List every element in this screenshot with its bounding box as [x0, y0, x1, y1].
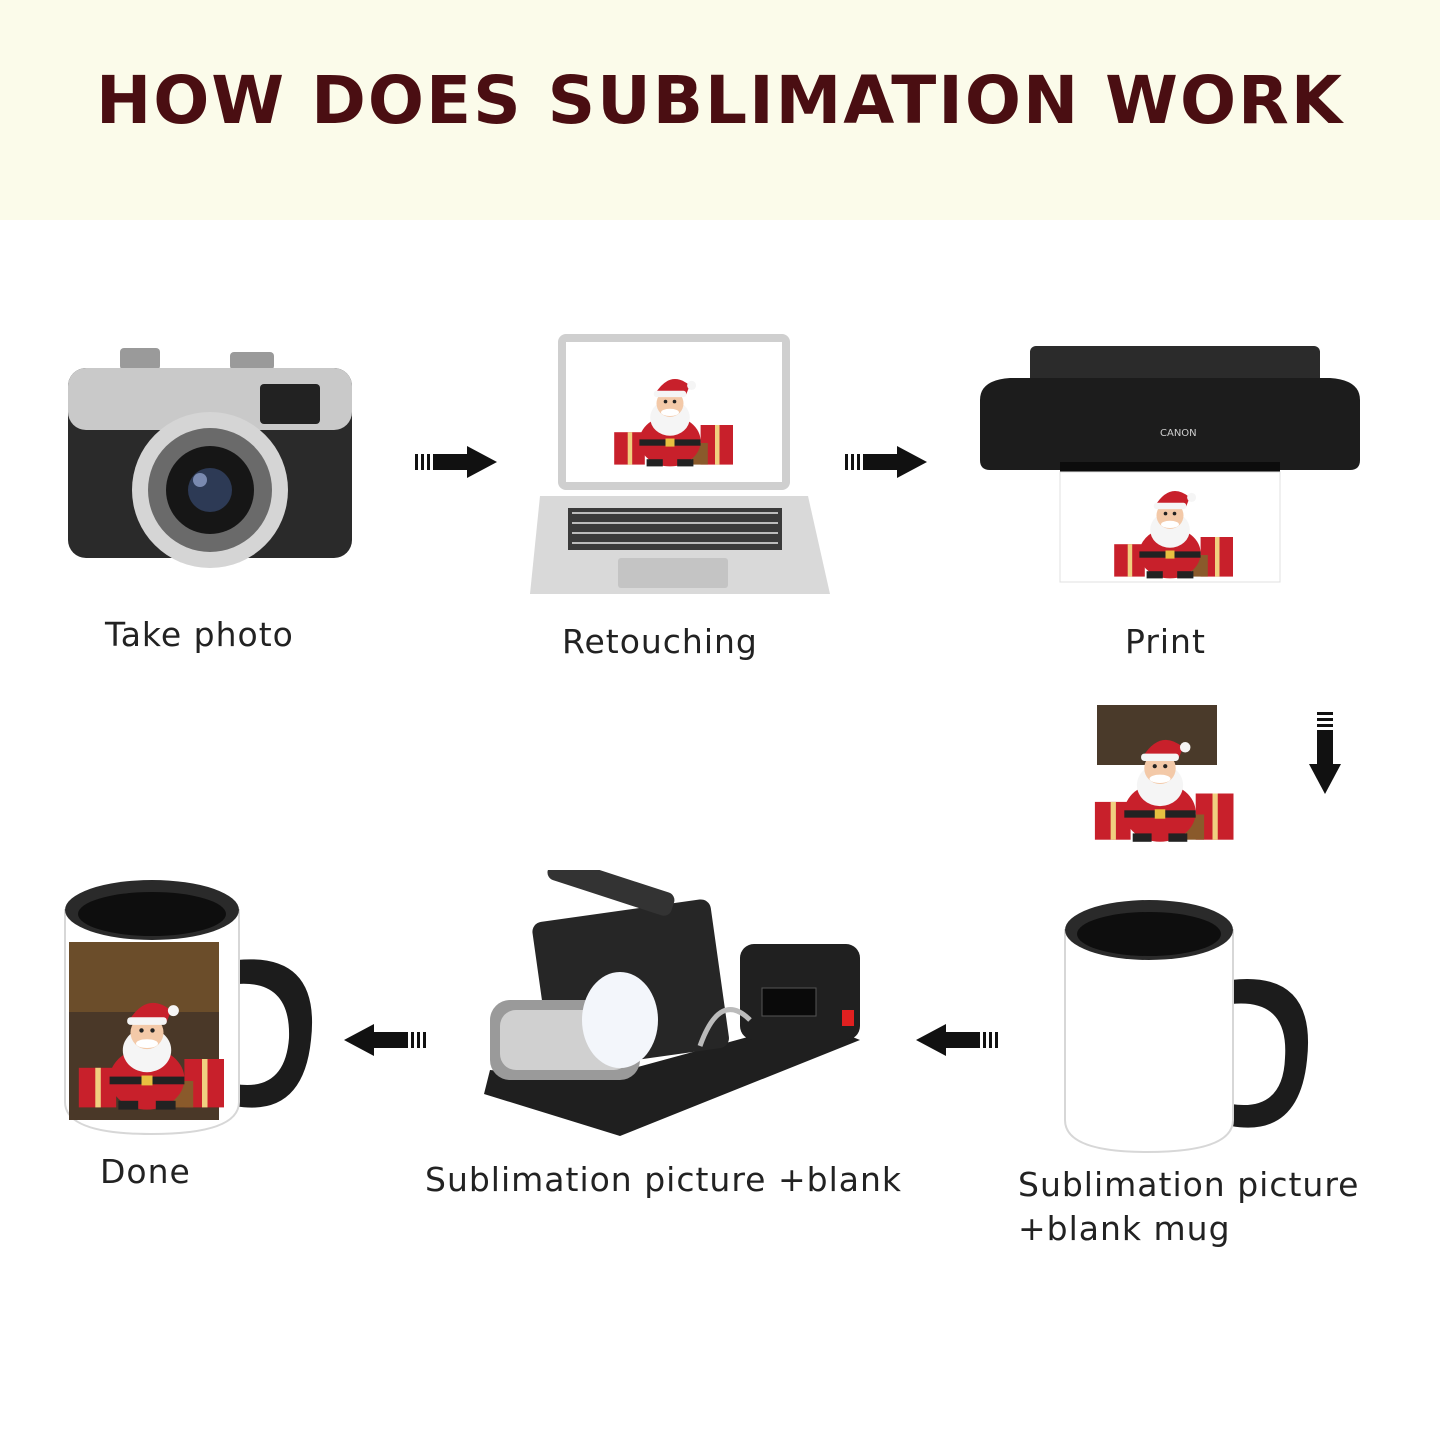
printer-brand: CANON	[1160, 428, 1197, 439]
step-label-take-photo: Take photo	[105, 615, 294, 654]
mug-press-icon	[470, 870, 870, 1140]
header-banner	[0, 0, 1440, 220]
laptop-icon	[530, 330, 830, 600]
step-label-done: Done	[100, 1152, 191, 1191]
page-title: HOW DOES SUBLIMATION WORK	[95, 62, 1345, 139]
step-label-retouching: Retouching	[562, 622, 758, 661]
step-label-blank-mug-line2: +blank mug	[1018, 1209, 1231, 1248]
step-label-press: Sublimation picture +blank	[425, 1160, 902, 1199]
step-label-blank-mug-line1: Sublimation picture	[1018, 1165, 1360, 1204]
blank-mug-icon	[1055, 890, 1325, 1160]
arrow-icon	[912, 1024, 998, 1058]
arrow-icon	[415, 446, 501, 480]
printer-icon: CANON	[970, 340, 1370, 590]
santa-print-icon	[1075, 705, 1245, 850]
arrow-icon	[845, 446, 931, 480]
step-label-blank-mug: Sublimation picture +blank mug	[1018, 1163, 1418, 1251]
finished-mug-icon	[55, 870, 325, 1145]
step-label-print: Print	[1125, 622, 1206, 661]
camera-icon	[60, 340, 360, 570]
arrow-icon	[340, 1024, 426, 1058]
